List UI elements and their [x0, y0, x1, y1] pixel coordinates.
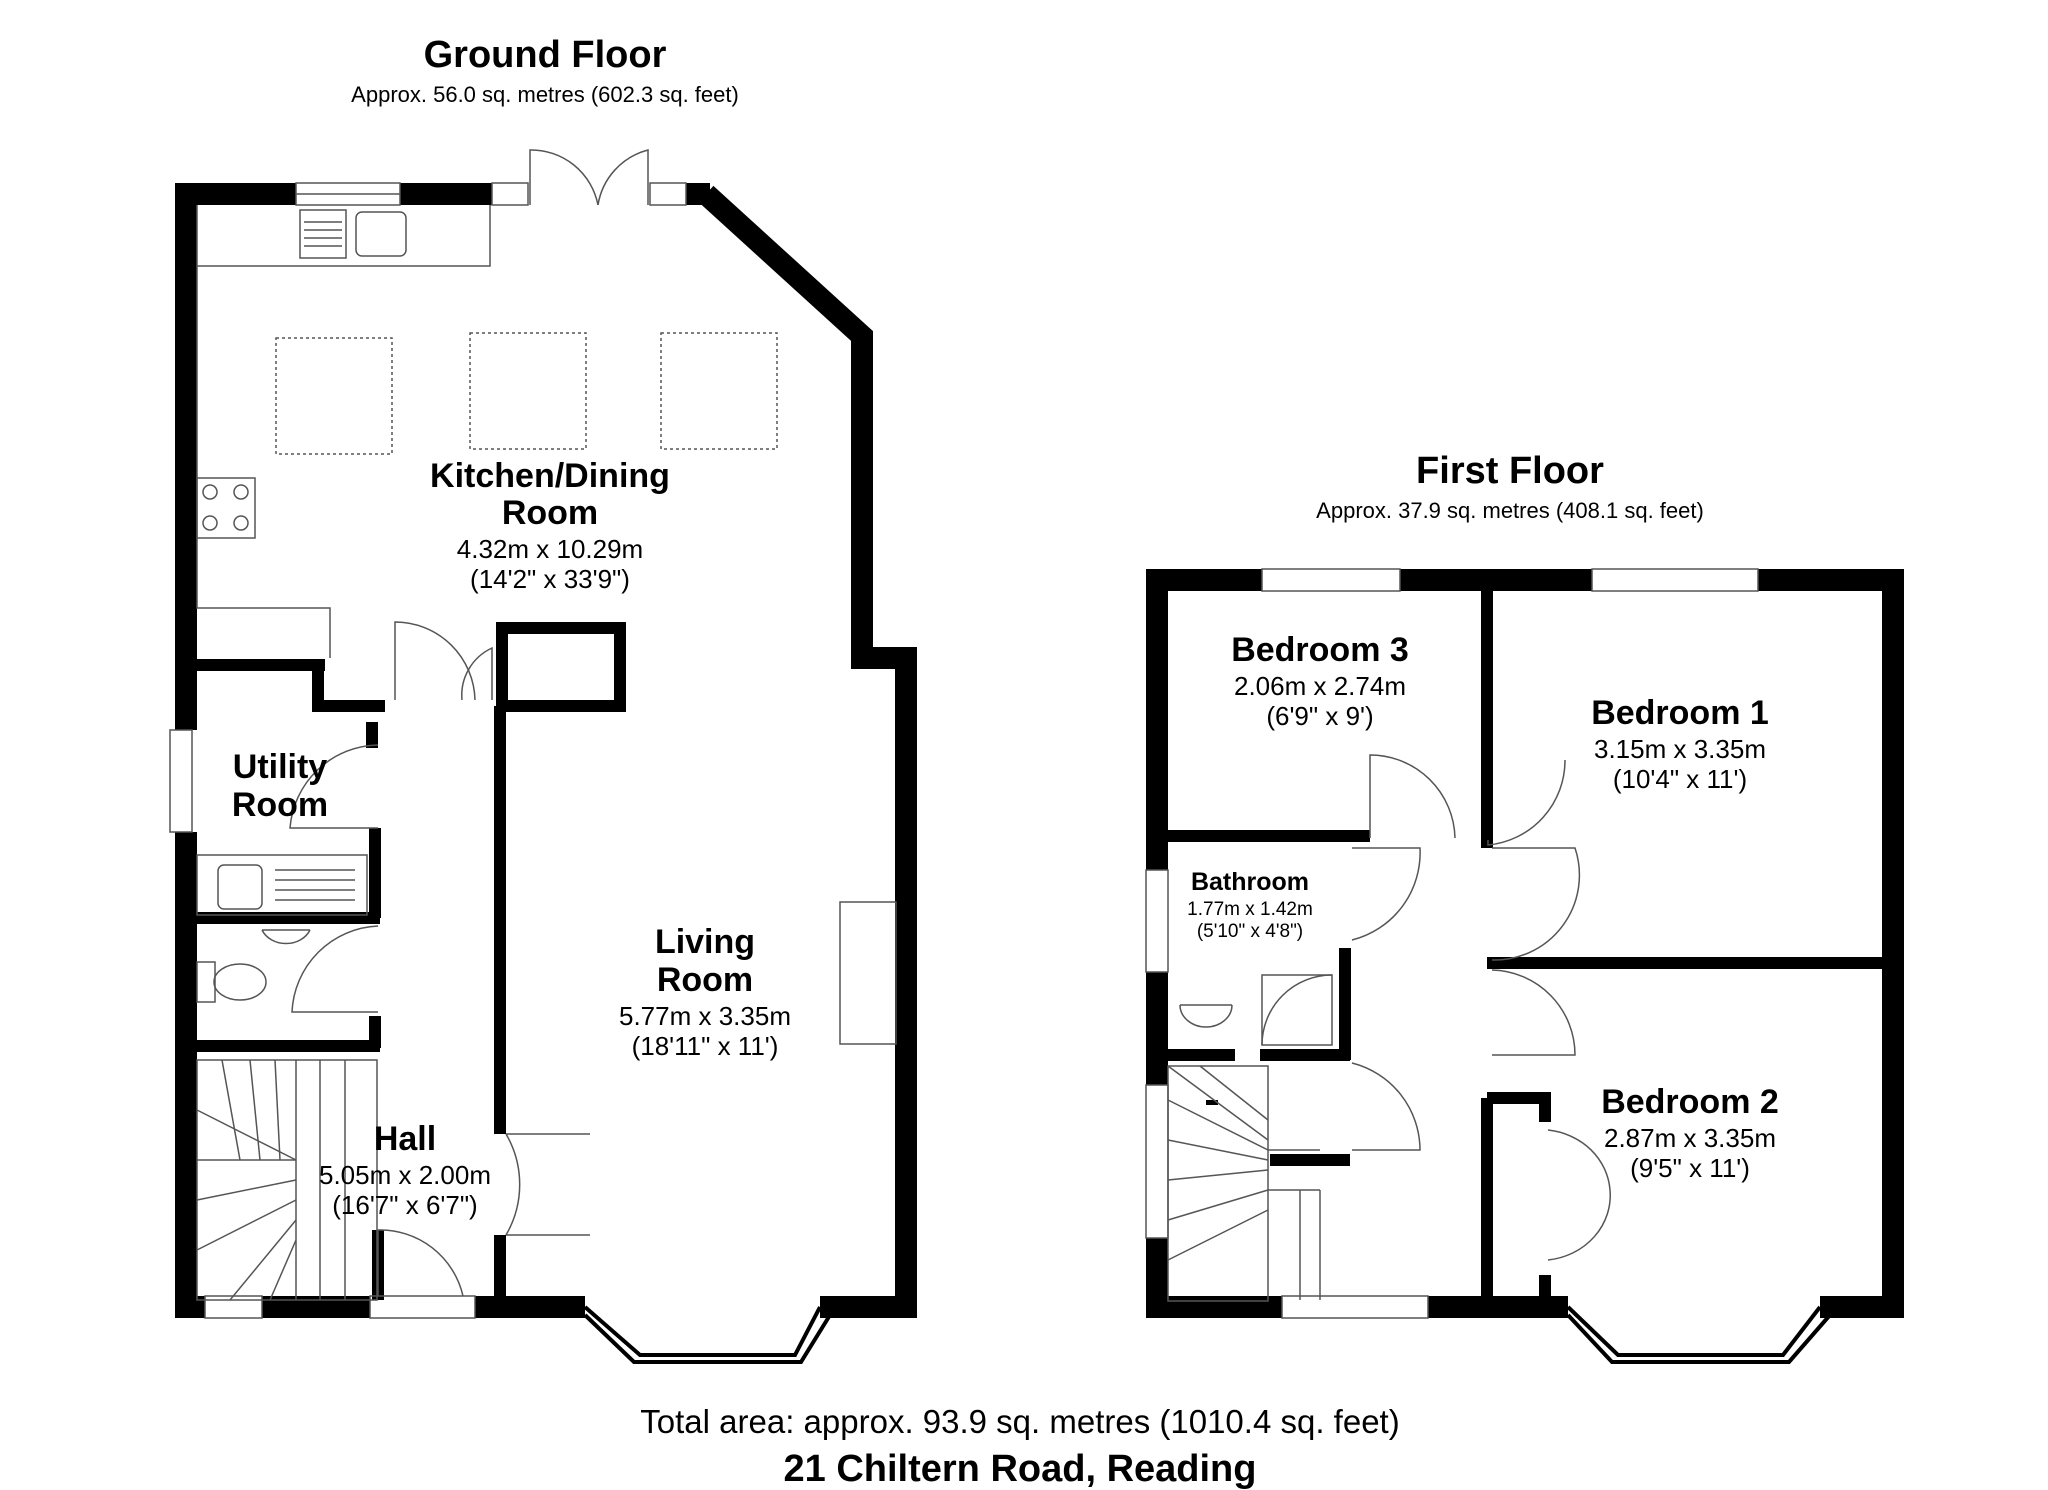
bedroom1-name: Bedroom 1: [1591, 694, 1769, 732]
bedroom3-metric: 2.06m x 2.74m: [1234, 671, 1406, 701]
ground-floor-area: Approx. 56.0 sq. metres (602.3 sq. feet): [351, 82, 739, 107]
utility-name-line2: Room: [231, 786, 329, 824]
first-floor-interior-walls: [1157, 588, 1893, 1307]
living-name-line2: Room: [656, 961, 754, 999]
bathroom-name: Bathroom: [1190, 868, 1310, 896]
first-floor-title: First Floor: [1416, 450, 1604, 492]
kitchen-imperial: (14'2" x 33'9"): [470, 564, 630, 594]
total-area: Total area: approx. 93.9 sq. metres (101…: [640, 1403, 1400, 1440]
bedroom1-imperial: (10'4" x 11'): [1612, 764, 1748, 794]
kitchen-name: Kitchen/Dining: [430, 457, 670, 495]
living-imperial: (18'11" x 11'): [631, 1031, 779, 1061]
first-floor-area: Approx. 37.9 sq. metres (408.1 sq. feet): [1316, 498, 1704, 523]
hall-name: Hall: [373, 1120, 437, 1158]
ground-floor-title: Ground Floor: [423, 34, 667, 76]
living-name: Living: [654, 923, 756, 961]
living-metric: 5.77m x 3.35m: [619, 1001, 791, 1031]
kitchen-name-line2: Room: [501, 494, 599, 532]
hall-metric: 5.05m x 2.00m: [319, 1160, 491, 1190]
bedroom2-imperial: (9'5" x 11'): [1630, 1153, 1750, 1183]
bedroom2-metric: 2.87m x 3.35m: [1604, 1123, 1776, 1153]
first-floor-walls: [1146, 569, 1904, 1364]
bedroom2-name: Bedroom 2: [1601, 1083, 1779, 1121]
ground-floor-fixtures: [169, 149, 897, 1319]
bedroom1-metric: 3.15m x 3.35m: [1594, 734, 1766, 764]
bedroom3-name: Bedroom 3: [1231, 631, 1409, 669]
first-floor-fixtures: [1145, 568, 1759, 1319]
bathroom-imperial: (5'10" x 4'8"): [1196, 921, 1304, 942]
utility-name: Utility: [232, 748, 328, 786]
address: 21 Chiltern Road, Reading: [783, 1448, 1257, 1490]
bathroom-metric: 1.77m x 1.42m: [1187, 899, 1313, 920]
kitchen-metric: 4.32m x 10.29m: [456, 534, 644, 564]
hall-imperial: (16'7" x 6'7"): [332, 1190, 478, 1220]
bedroom3-imperial: (6'9" x 9'): [1266, 701, 1374, 731]
